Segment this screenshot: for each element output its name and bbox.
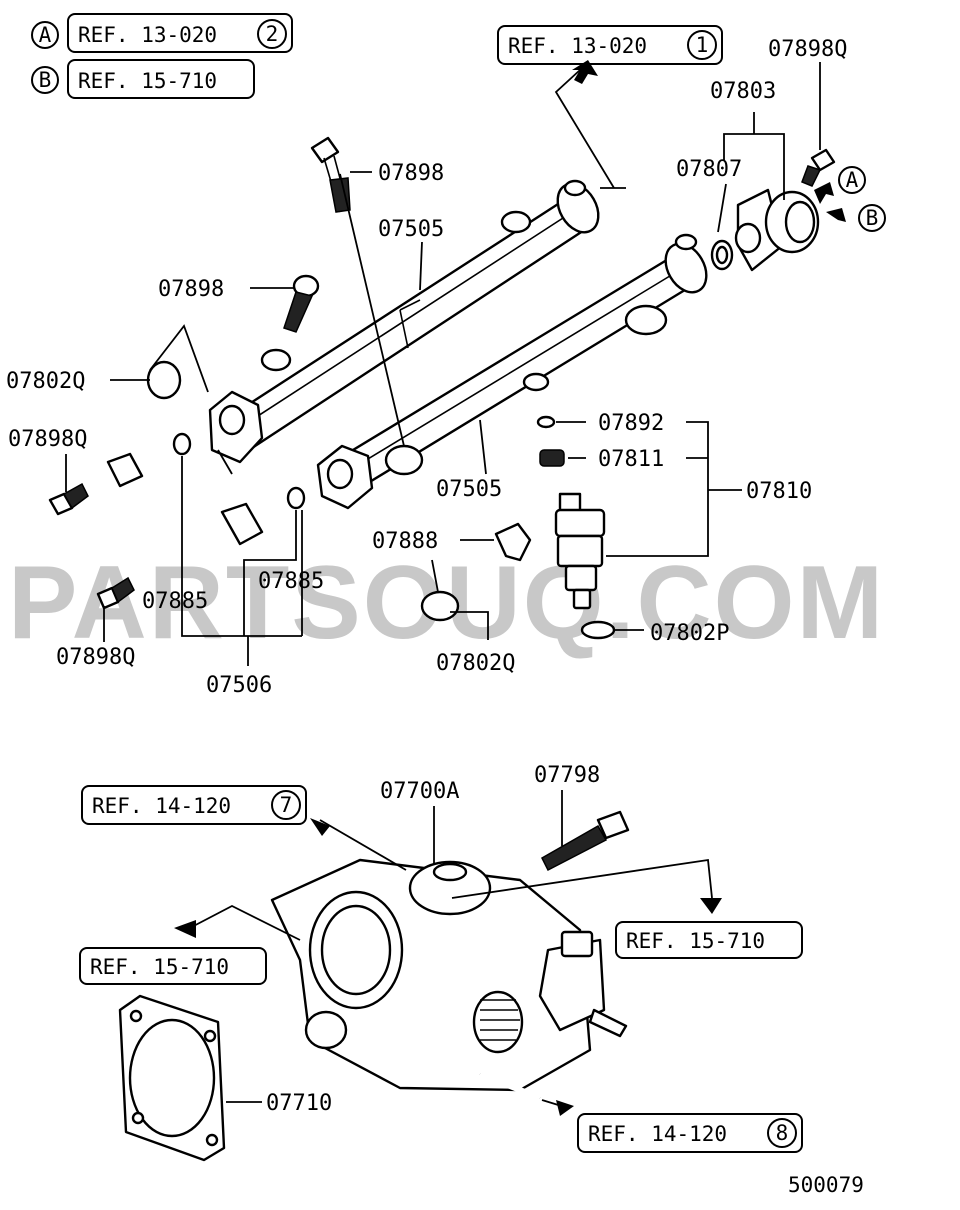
- direction-arrows: [174, 60, 846, 1116]
- leader-lines: [65, 62, 821, 1109]
- ref-text: REF. 14-120: [92, 794, 231, 818]
- pressure-regulator: [710, 188, 820, 272]
- o-ring-07885-right: [286, 486, 306, 510]
- label-07898-upper[interactable]: 07898: [378, 161, 444, 186]
- ref-text: REF. 13-020: [508, 34, 647, 58]
- bolt-07898q-left: [48, 482, 89, 516]
- label-07885-left[interactable]: 07885: [142, 589, 208, 614]
- label-07803[interactable]: 07803: [710, 79, 776, 104]
- label-07888[interactable]: 07888: [372, 529, 438, 554]
- diagram-code: 500079: [788, 1173, 864, 1197]
- label-07802q-left[interactable]: 07802Q: [6, 369, 85, 394]
- label-07810[interactable]: 07810: [746, 479, 812, 504]
- fuel-rail-lower: [316, 233, 708, 510]
- legend-b-ref: REF. 15-710: [78, 69, 217, 93]
- ref-text: REF. 15-710: [90, 955, 229, 979]
- fuel-pipe: [103, 452, 264, 546]
- bolt-07898-long: [310, 136, 351, 213]
- ref-text: REF. 14-120: [588, 1122, 727, 1146]
- ref-box-14-120-7[interactable]: REF. 14-120 7: [81, 785, 307, 825]
- label-07700a[interactable]: 07700A: [380, 779, 459, 804]
- label-07505-lower[interactable]: 07505: [436, 477, 502, 502]
- label-07802p[interactable]: 07802P: [650, 621, 729, 646]
- arrow-letter-a: A: [838, 166, 866, 194]
- fuel-injector: [554, 492, 606, 610]
- label-07802q-center[interactable]: 07802Q: [436, 651, 515, 676]
- label-07892[interactable]: 07892: [598, 411, 664, 436]
- arrow-letter-b: B: [858, 204, 886, 232]
- legend-a: A REF. 13-020 2: [31, 13, 293, 53]
- legend-b: B REF. 15-710: [31, 59, 255, 99]
- label-07506[interactable]: 07506: [206, 673, 272, 698]
- ref-circle: 7: [280, 793, 293, 817]
- insulator-rail-mount: [384, 444, 424, 476]
- legend-b-letter: B: [39, 68, 52, 92]
- svg-text:A: A: [846, 168, 859, 192]
- o-ring-07892: [536, 415, 556, 429]
- legend-a-circle: 2: [266, 22, 279, 46]
- ref-box-15-710-right[interactable]: REF. 15-710: [615, 921, 803, 959]
- ref-box-13-020-1[interactable]: REF. 13-020 1: [497, 25, 723, 65]
- ref-circle: 1: [696, 33, 709, 57]
- legend-a-letter: A: [39, 23, 52, 47]
- label-07898q-top[interactable]: 07898Q: [768, 37, 847, 62]
- seal-07802p: [580, 620, 616, 640]
- insulator-07802q-center: [420, 590, 460, 622]
- clip-07888: [494, 522, 532, 562]
- label-07505-upper[interactable]: 07505: [378, 217, 444, 242]
- gasket: [118, 994, 226, 1162]
- o-ring-07885-left: [172, 432, 192, 456]
- fuel-rail-upper: [208, 179, 600, 464]
- ref-box-14-120-8[interactable]: REF. 14-120 8: [577, 1113, 803, 1153]
- filter-07811: [539, 449, 565, 467]
- legend-a-ref: REF. 13-020: [78, 23, 217, 47]
- label-07898q-left[interactable]: 07898Q: [8, 427, 87, 452]
- bolt-07898-short: [283, 274, 320, 333]
- label-07885-right[interactable]: 07885: [258, 569, 324, 594]
- bolt-07898q-top: [801, 148, 836, 187]
- label-07807[interactable]: 07807: [676, 157, 742, 182]
- ref-circle: 8: [776, 1121, 789, 1145]
- bolt-07898q-lower: [96, 576, 135, 610]
- bolt-07798: [541, 810, 630, 872]
- label-07898q-lower[interactable]: 07898Q: [56, 645, 135, 670]
- ref-box-15-710-left[interactable]: REF. 15-710: [79, 947, 267, 985]
- throttle-body: [270, 858, 628, 1101]
- label-07898-lower[interactable]: 07898: [158, 277, 224, 302]
- label-07710[interactable]: 07710: [266, 1091, 332, 1116]
- svg-text:B: B: [866, 206, 879, 230]
- ref-text: REF. 15-710: [626, 929, 765, 953]
- label-07811[interactable]: 07811: [598, 447, 664, 472]
- label-07798[interactable]: 07798: [534, 763, 600, 788]
